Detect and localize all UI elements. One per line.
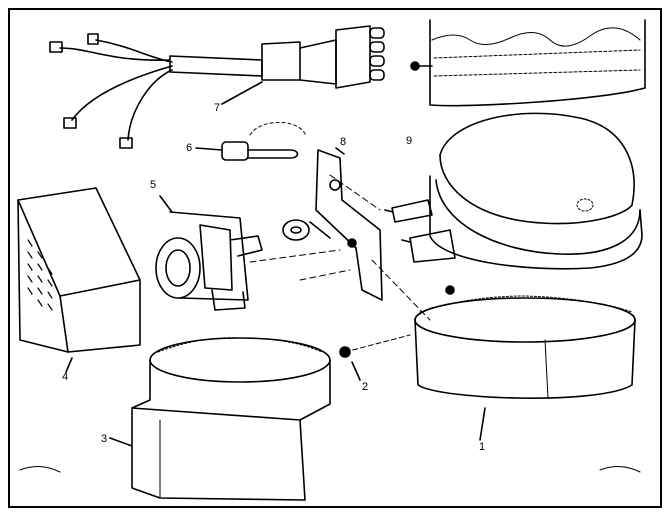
callout-9: 9 xyxy=(406,135,413,147)
floor-lines xyxy=(19,466,641,473)
blower-motor xyxy=(384,112,643,270)
control-cover xyxy=(17,187,141,373)
callout-4: 4 xyxy=(62,371,69,383)
callout-5: 5 xyxy=(150,179,157,191)
timer-motor xyxy=(155,195,263,311)
wiring-harness xyxy=(49,25,385,149)
assembly-lines xyxy=(249,174,431,321)
callout-1: 1 xyxy=(479,441,486,453)
callout-2: 2 xyxy=(362,381,369,393)
limit-switch xyxy=(195,121,307,161)
mounting-bracket xyxy=(282,147,383,301)
callout-7: 7 xyxy=(214,102,221,114)
blower-housing-top xyxy=(410,19,646,107)
callout-8: 8 xyxy=(340,136,347,148)
lower-blower-ring xyxy=(414,285,636,441)
callout-3: 3 xyxy=(101,433,108,445)
diagram-frame xyxy=(8,8,662,508)
duct-transition xyxy=(109,337,331,501)
callout-6: 6 xyxy=(186,142,193,154)
mounting-screw xyxy=(339,334,411,381)
